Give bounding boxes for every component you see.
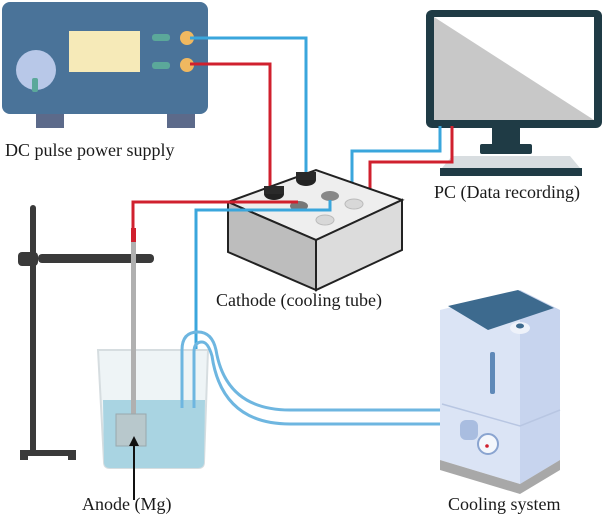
beaker-icon	[96, 228, 210, 500]
stand-rod	[30, 205, 36, 453]
knob-indicator	[32, 78, 38, 92]
power-foot-left	[36, 110, 64, 128]
label-power-supply: DC pulse power supply	[5, 140, 175, 160]
cooler-dial-dot	[485, 444, 489, 448]
wire-red-anode	[131, 200, 298, 240]
wire-red-power	[190, 62, 272, 190]
cooler-water-gauge	[490, 352, 495, 394]
stand-arm	[38, 254, 154, 263]
label-anode: Anode (Mg)	[82, 494, 172, 514]
wire-blue-cathode	[194, 200, 332, 410]
power-supply-icon	[2, 2, 208, 128]
terminal-black-2-side	[296, 172, 316, 180]
cooler-base	[440, 460, 560, 494]
anode-rod-tip	[131, 228, 136, 242]
stand-clamp	[18, 252, 38, 266]
stand-base	[20, 450, 76, 460]
terminal-negative	[180, 58, 194, 72]
cooler-side	[520, 290, 560, 484]
cooler-cap-hole	[516, 323, 524, 329]
power-foot-right	[167, 110, 195, 128]
monitor-screen	[434, 17, 594, 120]
keyboard-top	[442, 156, 580, 168]
label-cathode: Cathode (cooling tube)	[216, 290, 382, 310]
label-cooling: Cooling system	[448, 494, 561, 514]
cooling-tube-inner	[192, 340, 440, 426]
terminal-gray-2	[321, 191, 339, 201]
cooling-tube-outer	[180, 330, 440, 412]
label-pc: PC (Data recording)	[434, 182, 580, 202]
anode-rod	[131, 240, 136, 422]
stand-icon	[18, 205, 154, 460]
keyboard-base	[440, 168, 582, 176]
indicator-led-2	[152, 62, 170, 69]
cooler-top	[448, 290, 554, 330]
terminal-light-1	[344, 198, 364, 210]
power-knob	[16, 50, 56, 90]
wire-blue-pc	[350, 126, 442, 198]
wires-beaker	[131, 200, 332, 410]
monitor-base	[480, 144, 532, 154]
terminal-black-1-side	[264, 186, 284, 194]
anode-mg-plate	[115, 413, 147, 447]
monitor-neck	[492, 128, 520, 146]
monitor-icon	[426, 10, 602, 176]
cooler-panel	[460, 420, 478, 440]
terminal-light-2	[315, 214, 335, 226]
cooler-seam	[441, 403, 561, 427]
wire-blue-power	[190, 36, 308, 178]
power-display	[69, 31, 140, 72]
cooler-icon	[440, 290, 561, 494]
terminal-positive	[180, 31, 194, 45]
box-right	[315, 198, 403, 292]
cooler-dial	[477, 433, 499, 455]
anode-arrowhead	[129, 436, 139, 446]
cooling-tubes	[180, 330, 440, 426]
indicator-led-1	[152, 34, 170, 41]
junction-box-icon	[225, 168, 405, 292]
